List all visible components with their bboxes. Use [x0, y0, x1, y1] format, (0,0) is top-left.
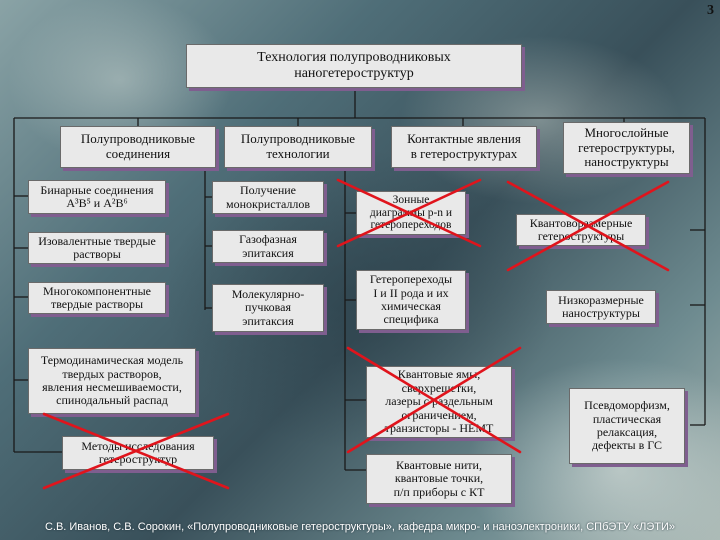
cross-research-methods [42, 412, 230, 490]
item-isovalent-solutions: Изовалентные твердые растворы [28, 232, 166, 264]
item-pseudomorphism: Псевдоморфизм, пластическая релаксация, … [569, 388, 685, 464]
header-compounds: Полупроводниковые соединения [60, 126, 216, 168]
item-quantum-wires-dots: Квантовые нити, квантовые точки, п/п при… [366, 454, 512, 504]
item-binary-compounds: Бинарные соединения A³B⁵ и A²B⁶ [28, 180, 166, 214]
footer-credits: С.В. Иванов, С.В. Сорокин, «Полупроводни… [44, 521, 676, 533]
item-low-dimensional-nanostructures: Низкоразмерные наноструктуры [546, 290, 656, 324]
item-thermodynamic-model: Термодинамическая модель твердых раствор… [28, 348, 196, 414]
cross-quantum-size-heterostructures [506, 180, 670, 272]
header-technologies: Полупроводниковые технологии [224, 126, 372, 168]
slide-number: 3 [707, 3, 714, 18]
diagram-title: Технология полупроводниковых наногетерос… [257, 50, 451, 81]
item-multicomponent-solutions: Многокомпонентные твердые растворы [28, 282, 166, 314]
item-mbe: Молекулярно- пучковая эпитаксия [212, 284, 324, 332]
item-single-crystals: Получение монокристаллов [212, 181, 324, 214]
title-box: Технология полупроводниковых наногетерос… [186, 44, 522, 88]
cross-quantum-wells [346, 346, 522, 454]
cross-band-diagrams [336, 178, 482, 248]
item-band-diagrams: Зонные диаграммы p-n и гетеропереходов [356, 191, 466, 235]
item-vapor-epitaxy: Газофазная эпитаксия [212, 230, 324, 263]
item-heterojunctions: Гетеропереходы I и II рода и их химическ… [356, 270, 466, 330]
header-contact-phenomena: Контактные явления в гетероструктурах [391, 126, 537, 168]
header-multilayer: Многослойные гетероструктуры, нанострукт… [563, 122, 690, 174]
